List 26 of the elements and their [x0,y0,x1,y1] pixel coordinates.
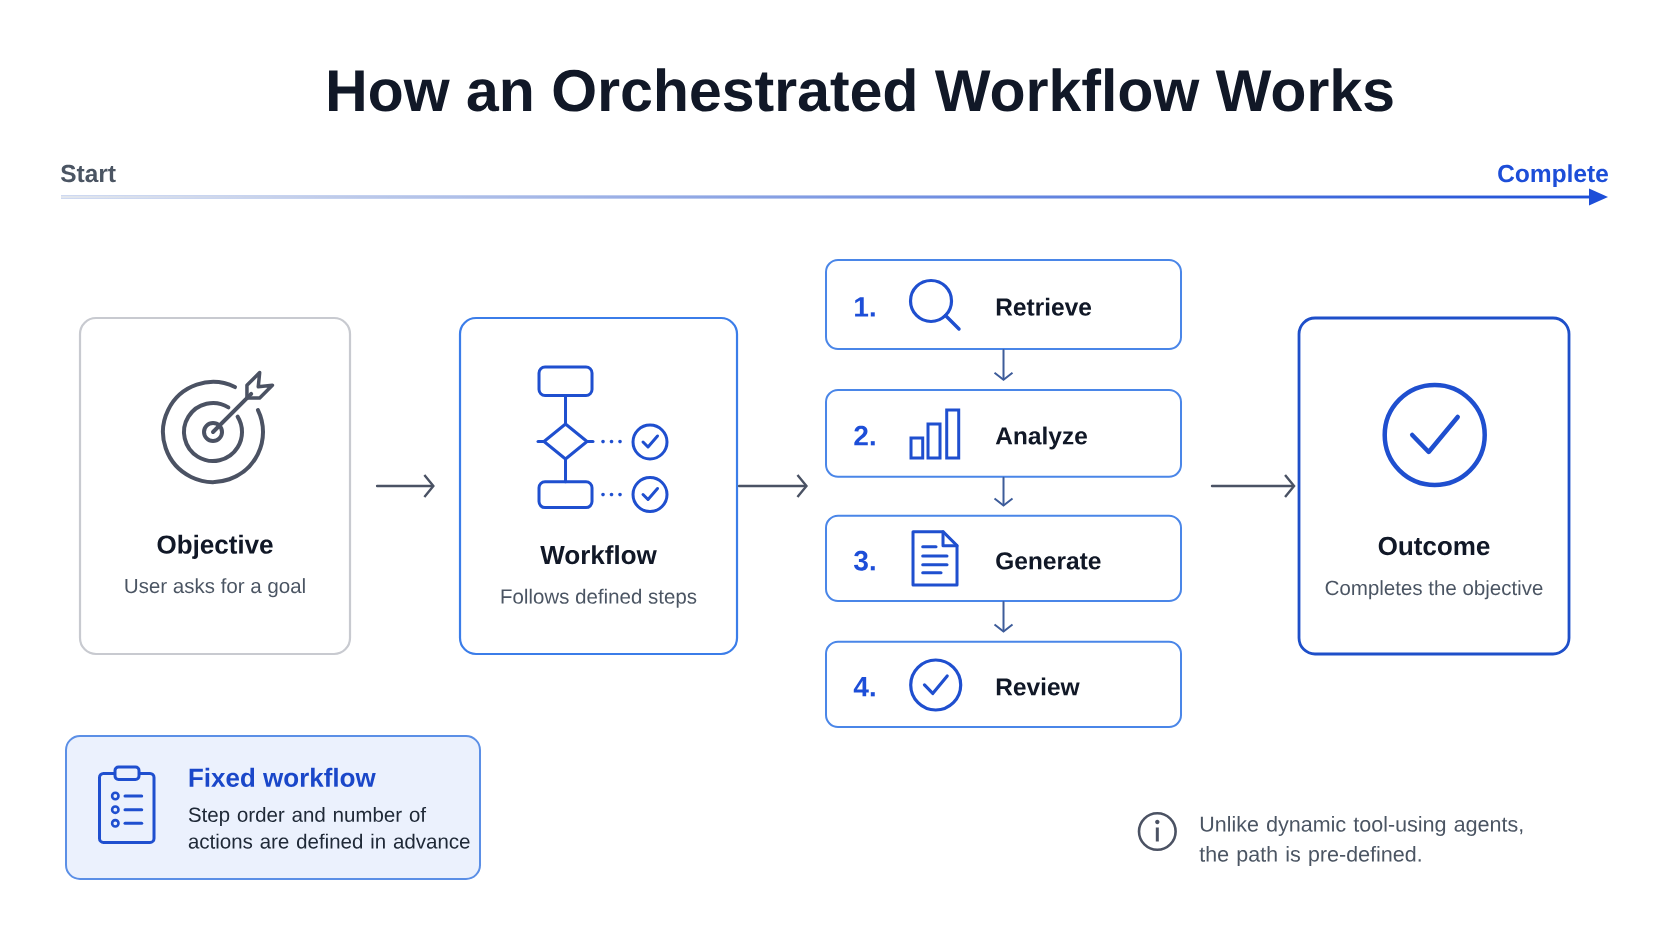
card-description: User asks for a goal [125,578,305,598]
card-description: Step order and number of actions are defined in advance [188,806,470,849]
card-description: Completes the objective [1325,580,1543,600]
card-description: Follows defined steps [501,588,697,608]
arrow [375,474,435,498]
step-number: 4. [853,677,875,697]
step-number: 1. [855,297,875,317]
card-heading: Workflow [540,545,657,565]
arrow [993,476,1014,507]
title: How an Orchestrated Workflow Works [329,68,1393,112]
note-text: Unlike dynamic tool-using agents, the path is pre-defined. [1199,816,1523,867]
step-label: Generate [996,552,1101,570]
step-label: Retrieve [996,297,1092,316]
card-heading: Fixed workflow [189,767,376,787]
step-label: Analyze [995,426,1087,450]
timeline-label: Complete [1498,164,1608,188]
timeline-label: Start [60,164,116,183]
card-heading: Outcome [1378,536,1490,556]
arrow [993,349,1014,381]
arrow [993,601,1014,633]
step-label: Review [996,677,1080,696]
arrow [737,474,808,498]
step-number: 3. [854,550,875,571]
card-heading: Objective [157,534,273,559]
step-number: 2. [854,425,875,446]
arrow [1210,474,1296,498]
